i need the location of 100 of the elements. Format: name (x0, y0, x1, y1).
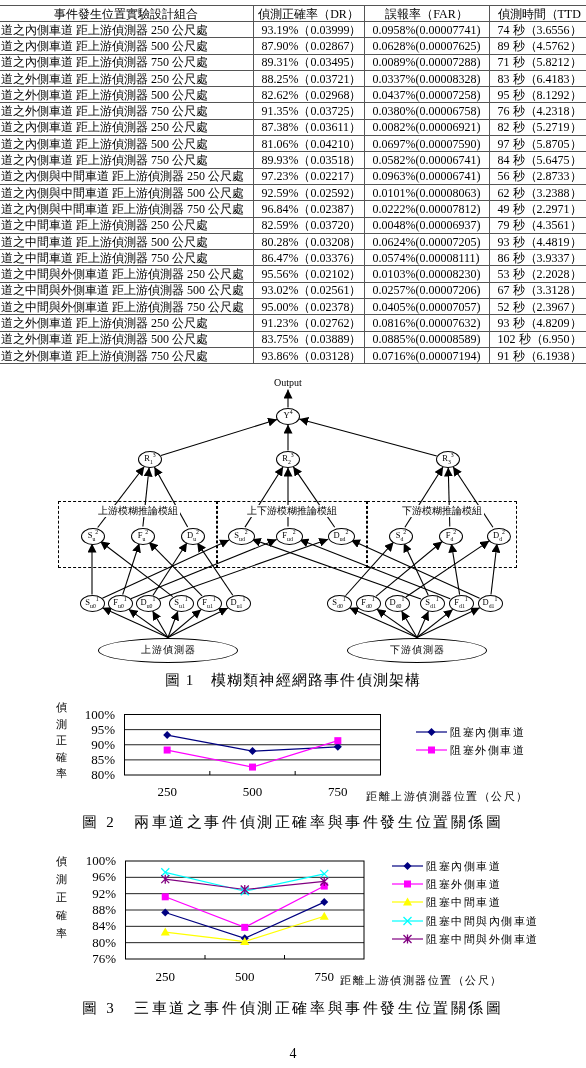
arrow (283, 388, 293, 409)
table-cell: 82.62%（0.02968） (253, 86, 364, 103)
table-cell: 83 秒（6.4183） (489, 70, 586, 87)
axis-tick-label: 100% (84, 706, 115, 723)
table-cell: 95.00%（0.02378） (253, 298, 364, 315)
detector-ellipse: 上游偵測器 (98, 637, 238, 663)
table-cell: 道之內側與中間車道 距上游偵測器 500 公尺處 (0, 184, 253, 201)
arrow (490, 542, 501, 596)
axis-tick-label: 80% (92, 934, 116, 951)
table-cell: 道之內側車道 距上游偵測器 750 公尺處 (0, 151, 253, 169)
arrow (128, 608, 169, 639)
detector-ellipse: 下游偵測器 (347, 637, 487, 663)
axis-tick-label: 96% (92, 869, 116, 886)
figure-caption: 圖 2 兩車道之事件偵測正確率與事件發生位置關係圖 (82, 814, 504, 830)
table-header-cell: 誤報率（FAR） (364, 5, 489, 22)
table-cell: 93 秒（4.8209） (489, 314, 586, 332)
table-cell: 0.0405%(0.00007057) (364, 298, 489, 315)
table-cell: 0.0582%(0.00006741) (364, 151, 489, 169)
axis-title: 偵測正確率 (56, 854, 67, 941)
neuron-node: Y$^{4}$ (276, 407, 300, 425)
table-cell: 91.23%（0.02762） (253, 314, 364, 332)
table-cell: 84 秒（5.6475） (489, 151, 586, 169)
arrow (122, 542, 141, 596)
table-cell: 道之內側車道 距上游偵測器 750 公尺處 (0, 54, 253, 71)
arrow (344, 541, 395, 597)
table-header-cell: 偵測正確率（DR） (253, 5, 364, 22)
table-cell: 0.0380%(0.00006758) (364, 103, 489, 120)
table-cell: 0.0816%(0.00007632) (364, 314, 489, 332)
axis-tick-label: 250 (155, 969, 175, 985)
table-cell: 93 秒（4.4819） (489, 233, 586, 250)
table-cell: 89.31%（0.03495） (253, 54, 364, 71)
table-cell: 93.86%（0.03128） (253, 347, 364, 364)
arrow (405, 540, 490, 598)
table-cell: 91.35%（0.03725） (253, 103, 364, 120)
arrow (452, 466, 494, 528)
table-cell: 0.0697%(0.00007590) (364, 135, 489, 152)
arrow (416, 607, 481, 639)
legend-label: 阻塞中間與外側車道 (426, 931, 539, 947)
axis-tick-label: 80% (91, 767, 115, 783)
legend-label: 阻塞內側車道 (450, 725, 525, 740)
arrow (153, 466, 189, 528)
arrow (416, 610, 429, 639)
table-cell: 49 秒（2.2971） (489, 200, 586, 218)
arrow (167, 610, 179, 639)
module-group (367, 501, 517, 568)
table-cell: 81.06%（0.04210） (253, 135, 364, 152)
table-cell: 0.0624%(0.00007205) (364, 233, 489, 250)
table-cell: 86.47%（0.03376） (253, 249, 364, 266)
table-cell: 76 秒（4.2318） (489, 103, 586, 120)
arrow (101, 607, 169, 639)
table-cell: 0.0437%(0.00007258) (364, 86, 489, 103)
table-cell: 道之中間與外側車道 距上游偵測器 750 公尺處 (0, 298, 253, 315)
axis-tick-label: 100% (85, 853, 116, 869)
arrow (148, 541, 203, 597)
axis-title: 距離上游偵測器位置（公尺） (340, 973, 503, 988)
arrow (99, 540, 174, 598)
table-cell: 53 秒（2.2028） (489, 265, 586, 283)
table-cell: 89.93%（0.03518） (253, 151, 364, 169)
arrow (401, 610, 418, 639)
arrow (196, 542, 234, 596)
table-cell: 83.75%（0.03889） (253, 331, 364, 348)
table-cell: 82.59%（0.03720） (253, 217, 364, 234)
axis-tick-label: 92% (92, 885, 116, 902)
table-cell: 道之外側車道 距上游偵測器 500 公尺處 (0, 331, 253, 348)
table-cell: 0.0958%(0.00007741) (364, 21, 489, 38)
table-cell: 道之內側與中間車道 距上游偵測器 750 公尺處 (0, 200, 253, 218)
arrow (130, 538, 278, 600)
table-cell: 97 秒（5.8705） (489, 135, 586, 152)
table-cell: 道之內側車道 距上游偵測器 250 公尺處 (0, 21, 253, 38)
table-cell: 56 秒（2.8733） (489, 168, 586, 185)
page-number: 4 (289, 1045, 297, 1063)
legend-label: 阻塞中間與內側車道 (426, 913, 539, 929)
table-cell: 86 秒（3.9337） (489, 249, 586, 266)
axis-tick-label: 500 (242, 784, 263, 800)
table-cell: 52 秒（2.3967） (489, 298, 586, 315)
table-cell: 71 秒（5.8212） (489, 54, 586, 71)
module-label: 上下游模糊推論模組 (245, 505, 339, 517)
axis-tick-label: 750 (328, 784, 348, 800)
arrow (152, 610, 169, 639)
legend-label: 阻塞外側車道 (426, 877, 501, 893)
arrow (376, 608, 418, 639)
legend-label: 阻塞外側車道 (450, 743, 525, 758)
table-cell: 62 秒（3.2388） (489, 184, 586, 201)
table-cell: 0.0628%(0.00007625) (364, 37, 489, 55)
axis-tick-label: 76% (92, 951, 116, 967)
module-label: 上游模糊推論模組 (95, 505, 180, 517)
table-cell: 0.0048%(0.00006937) (364, 217, 489, 234)
table-cell: 0.0082%(0.00006921) (364, 119, 489, 136)
arrow (167, 609, 202, 639)
table-cell: 74 秒（3.6556） (489, 21, 586, 38)
arrow (101, 539, 230, 599)
arrow (152, 542, 188, 596)
arrow (167, 607, 229, 639)
arrow (251, 537, 422, 600)
table-header-cell: 事件發生位置實驗設計組合 (0, 5, 253, 22)
table-cell: 0.0337%(0.00008328) (364, 70, 489, 87)
axis-tick-label: 95% (91, 721, 115, 738)
table-cell: 93.02%（0.02561） (253, 282, 364, 299)
axis-tick-label: 88% (92, 902, 116, 918)
table-cell: 0.0101%(0.00008063) (364, 184, 489, 201)
